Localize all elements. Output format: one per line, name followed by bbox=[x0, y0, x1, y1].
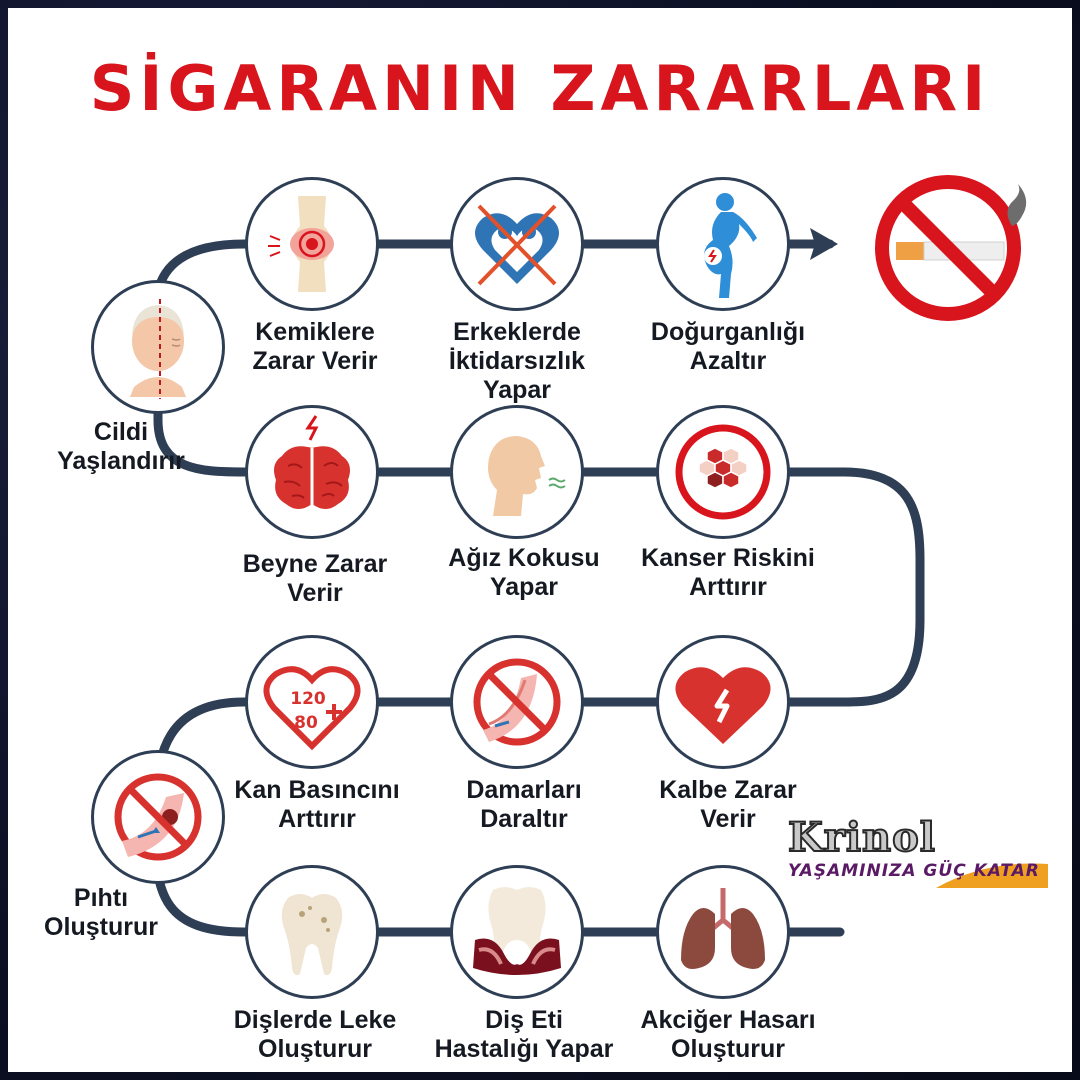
brand-logo: Krinol YAŞAMINIZA GÜÇ KATAR bbox=[786, 813, 1066, 894]
node-vessels bbox=[450, 635, 584, 769]
node-bad-breath bbox=[450, 405, 584, 539]
cancer-cells-icon bbox=[675, 424, 771, 520]
node-lungs bbox=[656, 865, 790, 999]
node-blood-pressure: 120 80 bbox=[245, 635, 379, 769]
svg-text:80: 80 bbox=[294, 713, 318, 733]
brand-tagline: YAŞAMINIZA GÜÇ KATAR bbox=[788, 861, 1040, 881]
narrowed-vessel-icon bbox=[473, 658, 561, 746]
pregnant-woman-icon bbox=[704, 193, 757, 298]
brain-icon bbox=[274, 415, 350, 509]
node-tooth-stain bbox=[245, 865, 379, 999]
stained-tooth-icon bbox=[281, 894, 343, 976]
node-bones bbox=[245, 177, 379, 311]
node-cancer bbox=[656, 405, 790, 539]
blood-clot-icon bbox=[114, 773, 202, 861]
blood-pressure-heart-icon: 120 80 bbox=[263, 666, 361, 751]
aging-face-icon bbox=[130, 299, 186, 399]
brand-name: Krinol bbox=[787, 813, 936, 862]
page-title: SİGARANIN ZARARLARI bbox=[89, 52, 991, 125]
node-brain bbox=[245, 405, 379, 539]
node-heart bbox=[656, 635, 790, 769]
node-fertility bbox=[656, 177, 790, 311]
node-gum-disease bbox=[450, 865, 584, 999]
bad-breath-face-icon bbox=[488, 436, 566, 516]
node-clot bbox=[91, 750, 225, 884]
node-aging-skin bbox=[91, 280, 225, 414]
brand-swoosh bbox=[936, 863, 1048, 888]
lungs-icon bbox=[681, 888, 765, 969]
gum-disease-icon bbox=[473, 887, 561, 975]
crossed-couple-heart-icon bbox=[475, 204, 559, 286]
damaged-heart-icon bbox=[675, 667, 771, 744]
bone-joint-icon bbox=[268, 196, 334, 292]
svg-text:120: 120 bbox=[290, 689, 326, 709]
node-impotence bbox=[450, 177, 584, 311]
no-smoking-icon bbox=[875, 175, 1027, 321]
